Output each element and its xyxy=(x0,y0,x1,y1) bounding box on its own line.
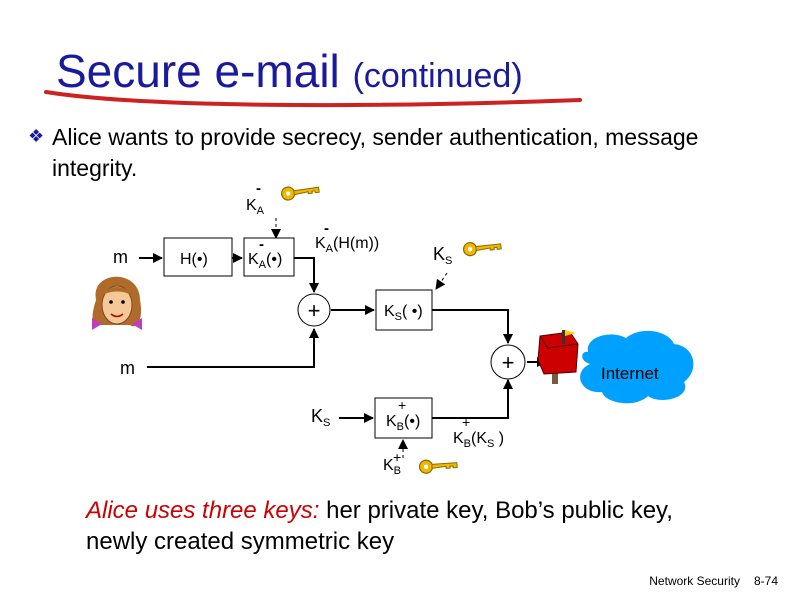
message-label-bottom: m xyxy=(120,358,135,378)
hash-box xyxy=(163,237,233,277)
concat-circle-2 xyxy=(490,344,526,380)
session-key-icon xyxy=(462,238,503,257)
mailbox-icon xyxy=(537,330,579,384)
symmetric-key-box xyxy=(375,289,433,331)
title-underline xyxy=(44,90,582,108)
caption-text: her private key, Bob’s public key, newly… xyxy=(86,497,673,555)
message-label-top: m xyxy=(113,247,128,267)
caption: Alice uses three keys: her private key, … xyxy=(86,495,726,557)
private-key-box xyxy=(243,237,295,277)
encrypted-session-key-sup: + xyxy=(462,414,470,430)
caption-emphasis: Alice uses three keys: xyxy=(86,497,320,524)
bullet-diamond-icon: ❖ xyxy=(28,126,45,146)
private-key-box-sup: - xyxy=(259,236,264,253)
public-key-box xyxy=(374,397,433,439)
bob-public-key-icon xyxy=(418,457,459,475)
bob-public-key-label: KB xyxy=(383,457,401,477)
plus-sign-1: + xyxy=(308,298,321,323)
title-continued: (continued) xyxy=(352,57,523,95)
footer-page-number: 8-74 xyxy=(753,574,778,588)
internet-label: Internet xyxy=(601,364,659,383)
plus-sign-2: + xyxy=(502,350,515,375)
public-key-box-sup: + xyxy=(398,397,406,413)
signed-hash-label: KA(H(m)) xyxy=(315,235,379,255)
encrypted-session-key-label: KB(KS ) xyxy=(453,430,504,450)
session-key-input-label: KS xyxy=(311,406,330,429)
alice-icon xyxy=(92,276,142,330)
footer-course: Network Security xyxy=(649,574,740,588)
alice-private-key-icon xyxy=(280,182,321,202)
alice-private-key-sup: - xyxy=(256,180,261,197)
slide-title: Secure e-mail (continued) xyxy=(56,44,523,98)
signed-hash-sup: - xyxy=(324,220,329,237)
public-key-box-label: KB(•) xyxy=(386,413,420,433)
private-key-box-label: KA(•) xyxy=(248,251,282,271)
bullet-text: Alice wants to provide secrecy, sender a… xyxy=(52,124,699,181)
title-main: Secure e-mail xyxy=(56,45,340,97)
symmetric-key-box-label: KS( •) xyxy=(384,303,423,323)
bob-public-key-sup: + xyxy=(393,449,401,465)
internet-cloud xyxy=(580,330,694,404)
footer: Network Security 8-74 xyxy=(649,574,778,588)
concat-circle-1 xyxy=(297,293,331,327)
hash-label: H(•) xyxy=(180,251,208,268)
session-key-label: KS xyxy=(433,244,452,267)
alice-private-key-label: KA xyxy=(246,197,265,217)
